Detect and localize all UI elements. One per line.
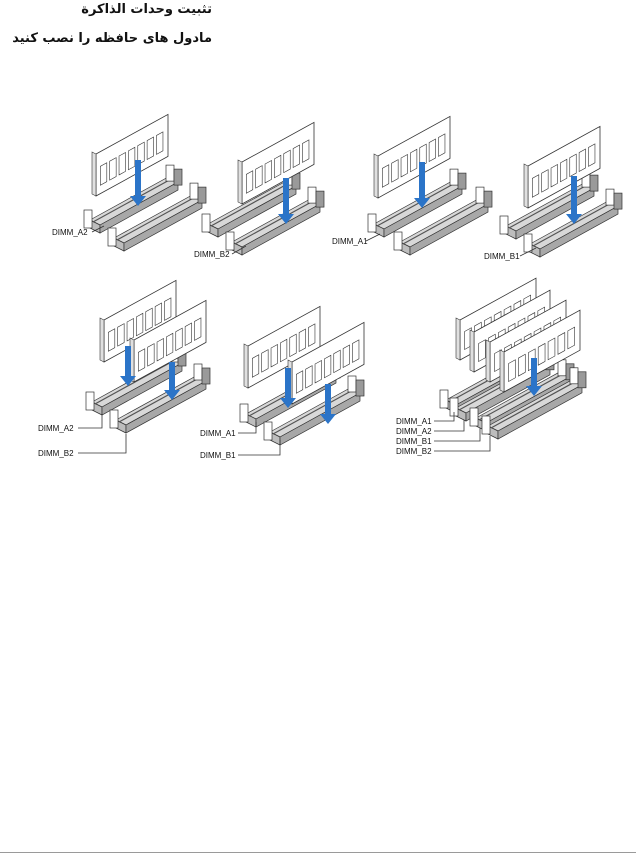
dimm-module xyxy=(99,279,207,383)
diagram-dimm-b2: DIMM_B2 xyxy=(194,121,325,259)
memory-slot-group xyxy=(85,345,211,434)
dimm-module xyxy=(91,113,169,197)
dimm-module xyxy=(237,121,315,205)
section-title: تثبيت وحدات الذاكرة xyxy=(81,2,212,17)
dimm-module xyxy=(373,115,451,199)
instruction-subtitle: مادول های حافظه را نصب کنید xyxy=(12,31,212,46)
insert-arrow xyxy=(526,358,542,396)
diagram-dimm-a2-b2: DIMM_A2 DIMM_B2 xyxy=(38,279,211,458)
slot-label-dimm-b1: DIMM_B1 xyxy=(484,252,520,261)
slot-label-dimm-a1: DIMM_A1 xyxy=(396,417,432,426)
diagram-dimm-a2: DIMM_A2 xyxy=(52,113,207,252)
dimm-module xyxy=(455,277,581,393)
slot-label-dimm-b2: DIMM_B2 xyxy=(396,447,432,456)
slot-label-dimm-b2: DIMM_B2 xyxy=(38,449,74,458)
slot-label-dimm-a2: DIMM_A2 xyxy=(52,228,88,237)
insert-arrow xyxy=(566,176,582,224)
slot-label-dimm-a2: DIMM_A2 xyxy=(396,427,432,436)
diagram-all-four-dimms: DIMM_A1 DIMM_A2 DIMM_B1 DIMM_B2 xyxy=(396,277,587,456)
diagram-dimm-a1: DIMM_A1 xyxy=(332,115,493,256)
insert-arrow xyxy=(120,346,180,400)
diagram-dimm-b1: DIMM_B1 xyxy=(484,125,623,261)
page-footer-rule xyxy=(0,852,636,853)
insert-arrow xyxy=(130,160,146,206)
memory-slot-group xyxy=(201,168,325,256)
insert-arrow xyxy=(280,368,336,424)
insert-arrow xyxy=(278,178,294,224)
diagram-dimm-a1-b1: DIMM_A1 DIMM_B1 xyxy=(200,305,365,460)
slot-label-dimm-b2: DIMM_B2 xyxy=(194,250,230,259)
dimm-module xyxy=(243,305,365,405)
insert-arrow xyxy=(414,162,430,208)
slot-label-dimm-b1: DIMM_B1 xyxy=(396,437,432,446)
memory-slot-group xyxy=(367,168,493,256)
slot-label-dimm-b1: DIMM_B1 xyxy=(200,451,236,460)
memory-slot-group xyxy=(83,164,207,252)
slot-label-dimm-a1: DIMM_A1 xyxy=(200,429,236,438)
slot-label-dimm-a2: DIMM_A2 xyxy=(38,424,74,433)
slot-label-dimm-a1: DIMM_A1 xyxy=(332,237,368,246)
